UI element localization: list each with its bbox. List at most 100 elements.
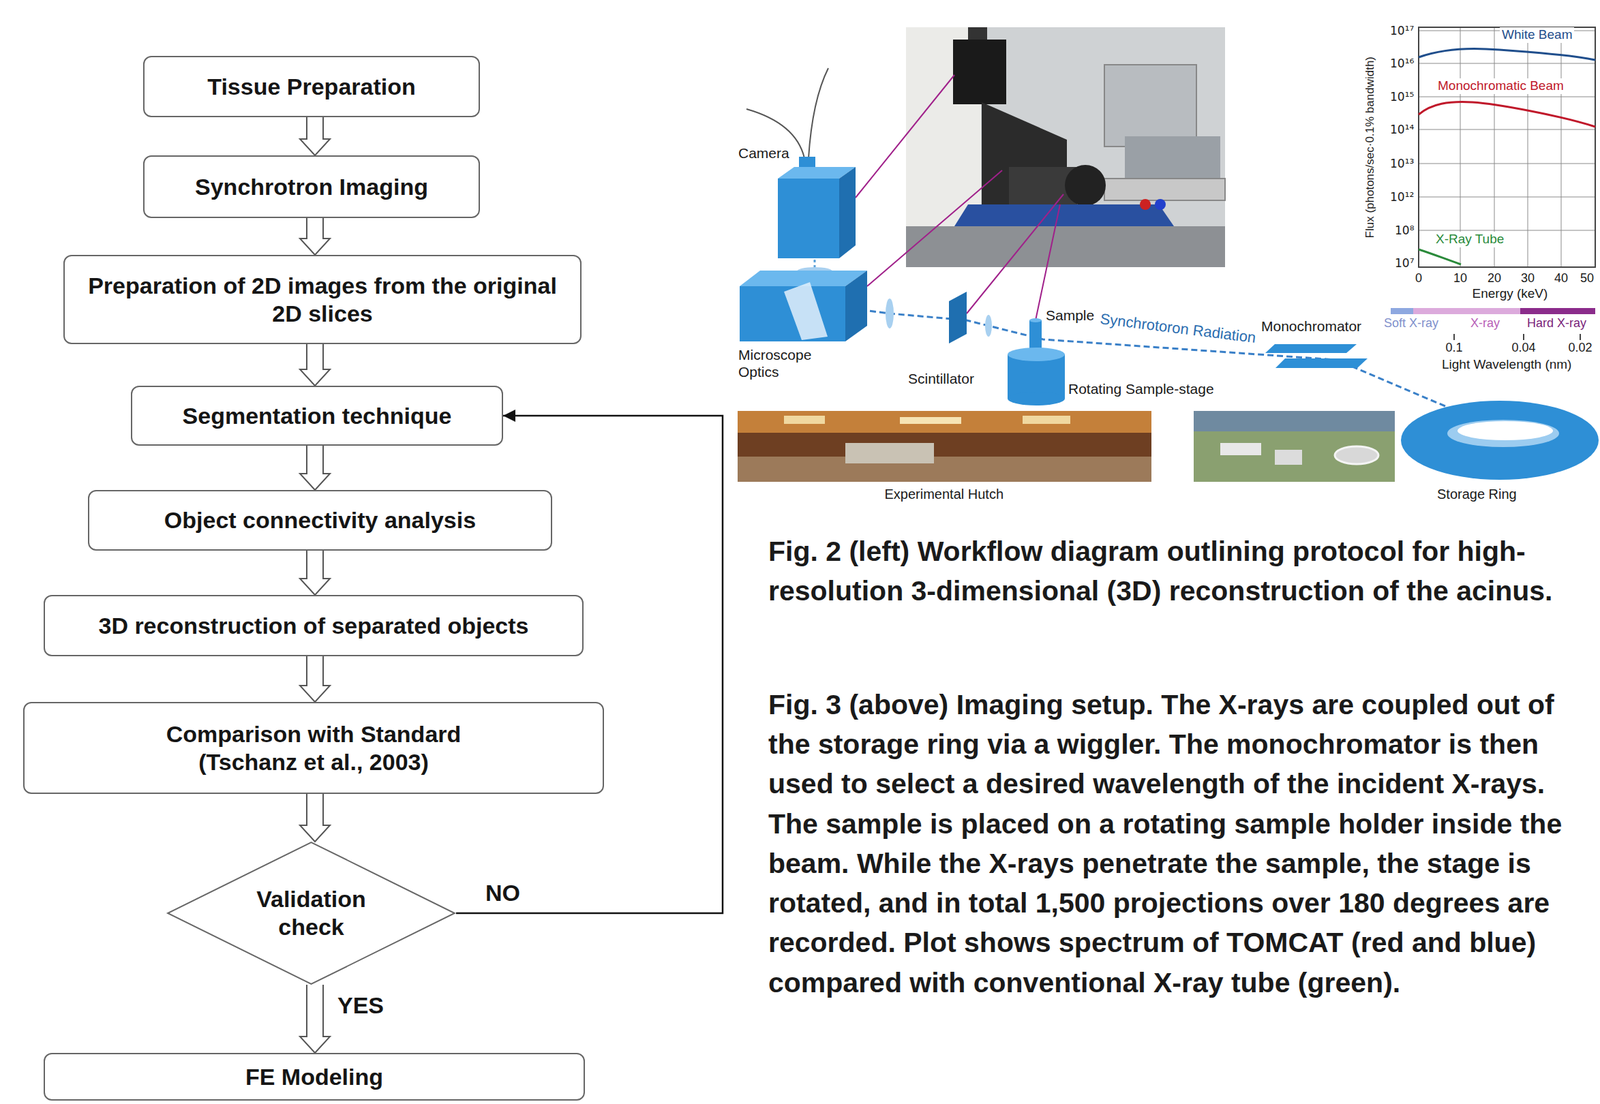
- part-label: Monochromator: [1261, 317, 1362, 335]
- figure-caption: Fig. 3 (above) Imaging setup. The X-rays…: [768, 685, 1595, 1003]
- sample-stage-symbol-part: [1007, 391, 1065, 406]
- axis-tick: 10¹⁵: [1390, 89, 1414, 104]
- sample-stage-symbol-part: [1029, 318, 1042, 323]
- setup-photo-part: [968, 27, 988, 41]
- part-label: Sample: [1045, 306, 1095, 324]
- axis-tick: 10: [1453, 271, 1468, 287]
- hutch-photo-part: [845, 443, 934, 464]
- flow-arrow: [299, 117, 330, 156]
- setup-photo-part: [1104, 178, 1226, 201]
- axis-tick: 10⁷: [1394, 256, 1414, 270]
- part-label: Scintillator: [908, 370, 975, 388]
- setup-photo-part: [1124, 136, 1221, 185]
- axis-tick: 0.02: [1568, 340, 1593, 356]
- setup-photo-part: [1139, 199, 1151, 210]
- axis-tick: 40: [1554, 271, 1568, 287]
- axis-tick: 10¹³: [1390, 156, 1414, 171]
- setup-photo-part: [906, 226, 1226, 268]
- band-label: Soft X-ray: [1383, 316, 1439, 332]
- photo-label: Experimental Hutch: [884, 486, 1005, 503]
- flow-arrow: [299, 218, 330, 255]
- storage-ring-symbol: [1400, 400, 1599, 480]
- spectrum-plot-part: [1579, 334, 1581, 341]
- node-label: FE Modeling: [245, 1063, 384, 1092]
- process-box: Synchrotron Imaging: [143, 155, 480, 219]
- flow-arrow: [299, 344, 330, 386]
- process-box: FE Modeling: [43, 1053, 585, 1101]
- axis-tick: 0.1: [1445, 340, 1463, 356]
- spectrum-plot-part: [1453, 334, 1455, 341]
- setup-photo-part: [1154, 199, 1166, 210]
- aerial-photo-part: [1193, 411, 1395, 432]
- aerial-photo-part: [1334, 446, 1379, 465]
- spectrum-plot-part: [1418, 249, 1461, 265]
- figure-caption: Fig. 2 (left) Workflow diagram outlining…: [768, 531, 1595, 611]
- sample-stage-symbol: [1007, 318, 1065, 406]
- setup-photo-part: [1064, 164, 1106, 206]
- part-label: Camera: [738, 144, 790, 162]
- process-box: Comparison with Standard (Tschanz et al.…: [23, 702, 605, 795]
- node-label: Synchrotron Imaging: [194, 173, 429, 202]
- spectrum-plot-part-part: [1561, 27, 1562, 268]
- node-text-group: FE Modeling: [245, 1063, 384, 1092]
- flow-arrow: [299, 656, 330, 703]
- process-box: Segmentation technique: [130, 385, 504, 446]
- spectrum-plot-part: [1413, 308, 1521, 315]
- spectrum-plot-part-part: [1418, 197, 1596, 198]
- band-label: Hard X-ray: [1527, 316, 1587, 332]
- node-text-group: Object connectivity analysis: [164, 506, 476, 535]
- part-label: Rotating Sample-stage: [1068, 380, 1215, 398]
- process-box: 3D reconstruction of separated objects: [43, 595, 584, 657]
- hutch-photo-part: [737, 411, 1152, 482]
- edge-label: NO: [485, 879, 521, 908]
- leader-line-part: [1035, 204, 1061, 321]
- spectrum-plot-part: [1522, 334, 1525, 341]
- node-label: Object connectivity analysis: [164, 506, 476, 535]
- hutch-photo-part: [899, 417, 962, 425]
- axis-tick: 10⁸: [1394, 223, 1414, 238]
- band-label: X-ray: [1470, 316, 1500, 332]
- decision-diamond: Validation check: [166, 841, 457, 986]
- diamond-shape: [167, 842, 455, 985]
- node-label: Validation check: [236, 885, 387, 942]
- scintillator-symbol-part: [985, 314, 992, 337]
- node-text-group: Validation check: [236, 885, 387, 942]
- setup-photo-part: [953, 39, 1007, 105]
- microscope-optics-symbol-part: [845, 270, 868, 342]
- monochromator-symbol: [1265, 344, 1368, 369]
- storage-ring-symbol-part: [1447, 419, 1560, 448]
- node-text-group: Synchrotron Imaging: [194, 173, 429, 202]
- series-label: Monochromatic Beam: [1435, 78, 1566, 95]
- flow-arrow: [299, 794, 330, 842]
- storage-ring-symbol-part: [1457, 421, 1553, 441]
- spectrum-plot-part: [1390, 308, 1414, 315]
- node-label: Preparation of 2D images from the origin…: [83, 272, 562, 328]
- node-text-group: Preparation of 2D images from the origin…: [83, 272, 562, 328]
- part-label: Storage Ring: [1437, 486, 1517, 503]
- scintillator-symbol: [885, 291, 992, 344]
- spectrum-plot-part-part: [1418, 129, 1596, 131]
- hutch-photo-part: [783, 415, 825, 425]
- axis-tick: 10¹²: [1390, 190, 1414, 204]
- flow-arrow: [299, 550, 330, 596]
- sample-stage-symbol-part: [1007, 347, 1065, 362]
- leader-line-part: [855, 74, 955, 198]
- flow-arrow: [299, 985, 330, 1054]
- node-text-group: Tissue Preparation: [207, 72, 416, 101]
- series-label: X-Ray Tube: [1433, 231, 1506, 248]
- hutch-photo-part: [737, 411, 1152, 433]
- axis-tick: 0: [1415, 271, 1423, 287]
- monochromator-symbol-part: [1275, 358, 1368, 369]
- edge-label: YES: [337, 991, 384, 1020]
- node-text-group: Comparison with Standard (Tschanz et al.…: [122, 720, 505, 777]
- scintillator-symbol-part: [948, 291, 967, 344]
- hutch-photo-part: [737, 456, 1152, 482]
- spectrum-plot-part-part: [1418, 63, 1596, 65]
- part-label: Microscope Optics: [738, 346, 824, 381]
- aerial-photo-part: [1193, 411, 1395, 482]
- spectrum-plot-part: [1418, 27, 1596, 268]
- setup-photo: [906, 27, 1226, 268]
- setup-photo-part: [1104, 64, 1197, 147]
- node-label: Comparison with Standard (Tschanz et al.…: [122, 720, 505, 777]
